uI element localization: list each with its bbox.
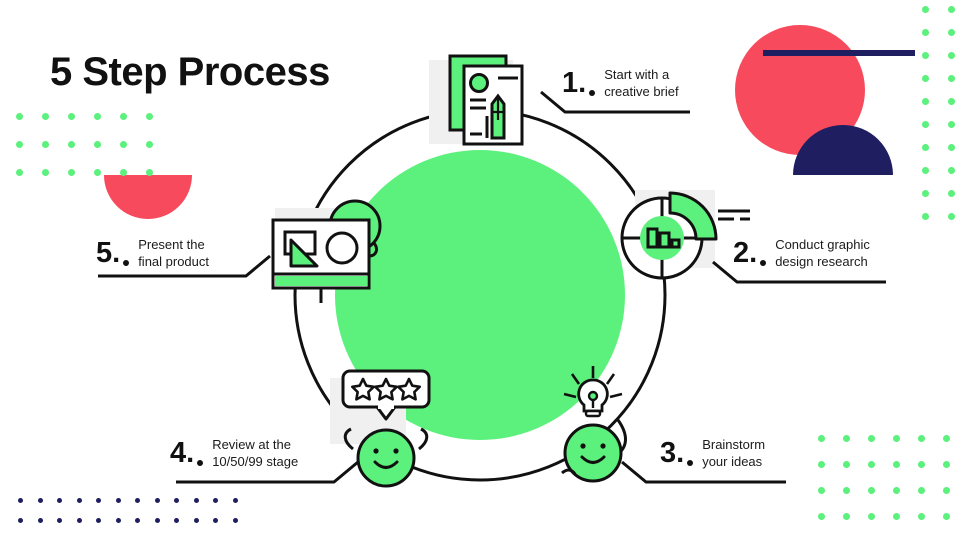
lightbulb-idea-icon[interactable]: [548, 358, 668, 488]
navy-bar-decoration: [763, 50, 915, 56]
page-title: 5 Step Process: [50, 50, 330, 94]
step-5[interactable]: 5. Present the final product: [96, 236, 209, 270]
step-3-number: 3.: [660, 438, 694, 468]
step-5-number: 5.: [96, 238, 130, 268]
star-rating-review-icon[interactable]: [325, 365, 465, 490]
step-2-number: 2.: [733, 238, 767, 268]
step-2-label: Conduct graphic design research: [775, 237, 870, 270]
green-dot-grid-bottom-right: [818, 435, 960, 539]
pie-chart-research-icon[interactable]: [610, 185, 755, 295]
step-1[interactable]: 1. Start with a creative brief: [562, 66, 679, 100]
green-dot-grid-right-edge: [922, 6, 960, 236]
step-2[interactable]: 2. Conduct graphic design research: [733, 236, 870, 270]
step-4-number: 4.: [170, 438, 204, 468]
step-3[interactable]: 3. Brainstorm your ideas: [660, 436, 765, 470]
step-4[interactable]: 4. Review at the 10/50/99 stage: [170, 436, 298, 470]
step-1-label: Start with a creative brief: [604, 67, 679, 100]
creative-brief-document-icon[interactable]: [432, 50, 542, 150]
presentation-board-icon[interactable]: [255, 190, 395, 305]
step-1-number: 1.: [562, 68, 596, 98]
green-disc: [335, 150, 625, 440]
step-5-label: Present the final product: [138, 237, 210, 270]
step-3-label: Brainstorm your ideas: [702, 437, 766, 470]
green-dot-grid-top-left: [16, 113, 172, 197]
step-4-label: Review at the 10/50/99 stage: [212, 437, 299, 470]
navy-dot-grid-bottom-left: [18, 498, 252, 538]
